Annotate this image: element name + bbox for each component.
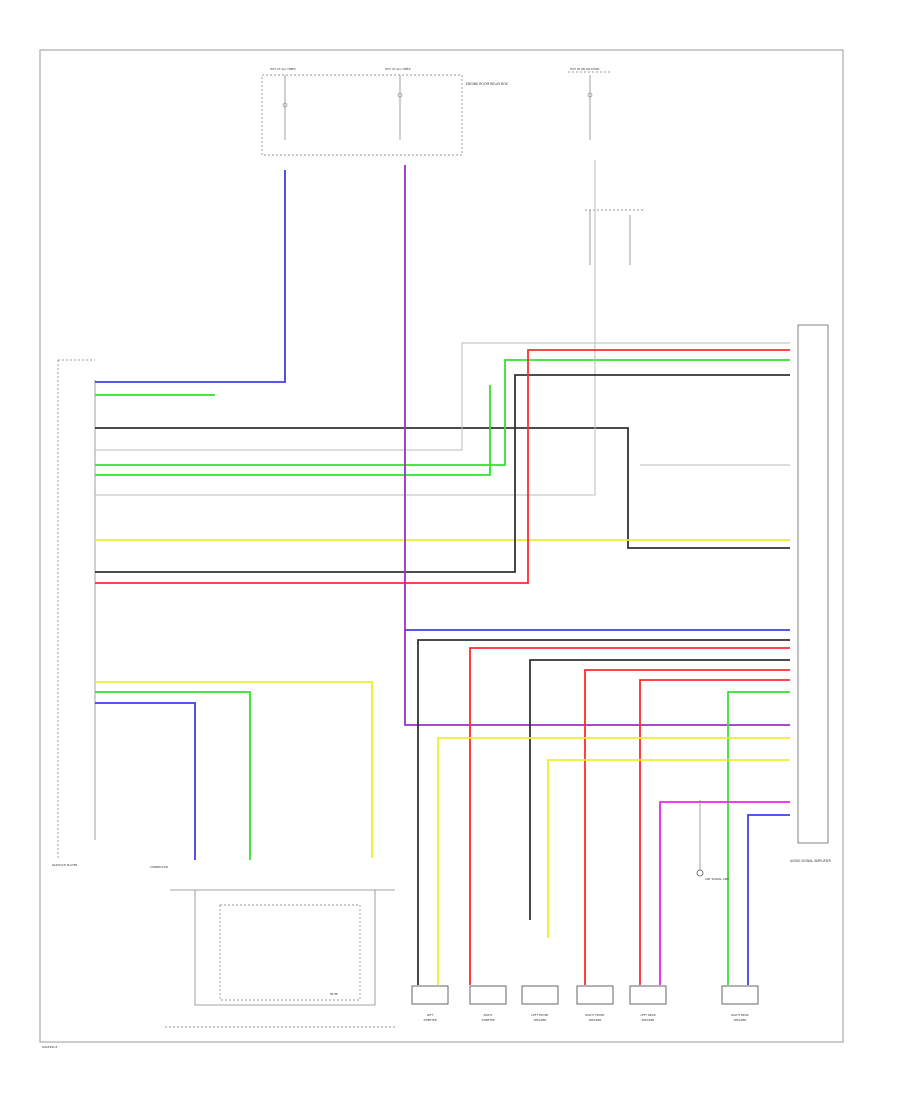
wire-black-3	[417, 639, 790, 985]
speaker-icon	[629, 985, 667, 1005]
antenna-icon	[696, 869, 704, 877]
amplifier-module: AUDIO SIGNAL AMPLIFIER	[790, 324, 832, 863]
mute-label: MUTE	[330, 992, 338, 996]
radio-module: RADIO/CD PLAYER	[52, 359, 96, 867]
wire-yellow-2	[95, 681, 373, 858]
wire-blue-4	[747, 814, 790, 985]
speaker-label: LEFT REAR	[640, 1013, 655, 1017]
speaker-icon	[721, 985, 759, 1005]
wire-red-2	[469, 647, 790, 985]
speaker-icon	[411, 985, 449, 1005]
wire-gray-2	[95, 160, 596, 496]
fuse-label-2: HOT AT ALL TIMES	[385, 67, 411, 71]
speaker-icon	[469, 985, 507, 1005]
fuse-box: HOT AT ALL TIMES HOT AT ALL TIMES ENGINE…	[261, 67, 509, 156]
wire-black-2	[95, 374, 790, 573]
speaker-label: RIGHT FRONT	[585, 1013, 604, 1017]
connector-block: CONNECTOR MUTE	[150, 865, 395, 1028]
fuse-label-1: HOT AT ALL TIMES	[270, 67, 296, 71]
wire-red-4	[639, 679, 790, 985]
fuse-label-3: HOT IN ON OR START	[570, 67, 600, 71]
wire-green-2	[95, 359, 790, 466]
speaker-label: RIGHT REAR	[731, 1013, 748, 1017]
antenna-label: ANT SIGNAL AMP	[705, 877, 729, 881]
speaker-label: RIGHT	[484, 1013, 493, 1017]
wire-blue-top	[95, 170, 286, 383]
antenna-amp: ANT SIGNAL AMP	[696, 800, 729, 881]
wires	[95, 160, 790, 985]
wire-magenta	[659, 801, 790, 985]
ignition-fuse: HOT IN ON OR START	[568, 67, 645, 265]
fuse-box-label: ENGINE ROOM RELAY BOX	[466, 82, 509, 86]
page-code: W####-#	[42, 1045, 58, 1049]
wire-yellow-4	[547, 759, 790, 938]
speaker-label: TWEETER	[480, 1018, 494, 1022]
speaker-label: SPEAKER	[642, 1018, 655, 1022]
wire-purple	[404, 165, 790, 726]
speaker-label: LEFT FRONT	[531, 1013, 548, 1017]
wire-green-4	[727, 691, 790, 985]
wire-green-3	[95, 385, 491, 476]
wire-yellow-3	[437, 737, 790, 985]
wire-gray-1	[95, 342, 790, 451]
wire-black-4	[529, 659, 790, 920]
wire-green-5	[95, 691, 251, 860]
speaker-label: LEFT	[427, 1013, 434, 1017]
connector-label: CONNECTOR	[150, 865, 168, 869]
speaker-label: SPEAKER	[589, 1018, 602, 1022]
wire-black-1	[95, 427, 790, 549]
speaker-icon	[576, 985, 614, 1005]
speaker-label: SPEAKER	[734, 1018, 747, 1022]
speaker-label: TWEETER	[422, 1018, 436, 1022]
diagram-border	[39, 49, 844, 1043]
speaker-icon	[521, 985, 559, 1005]
wire-red-3	[584, 669, 790, 985]
module-left-label: RADIO/CD PLAYER	[52, 863, 77, 867]
wire-blue-3	[95, 702, 196, 860]
wire-red-1	[95, 349, 790, 584]
speaker-label: SPEAKER	[534, 1018, 547, 1022]
module-right-label: AUDIO SIGNAL AMPLIFIER	[790, 859, 832, 863]
